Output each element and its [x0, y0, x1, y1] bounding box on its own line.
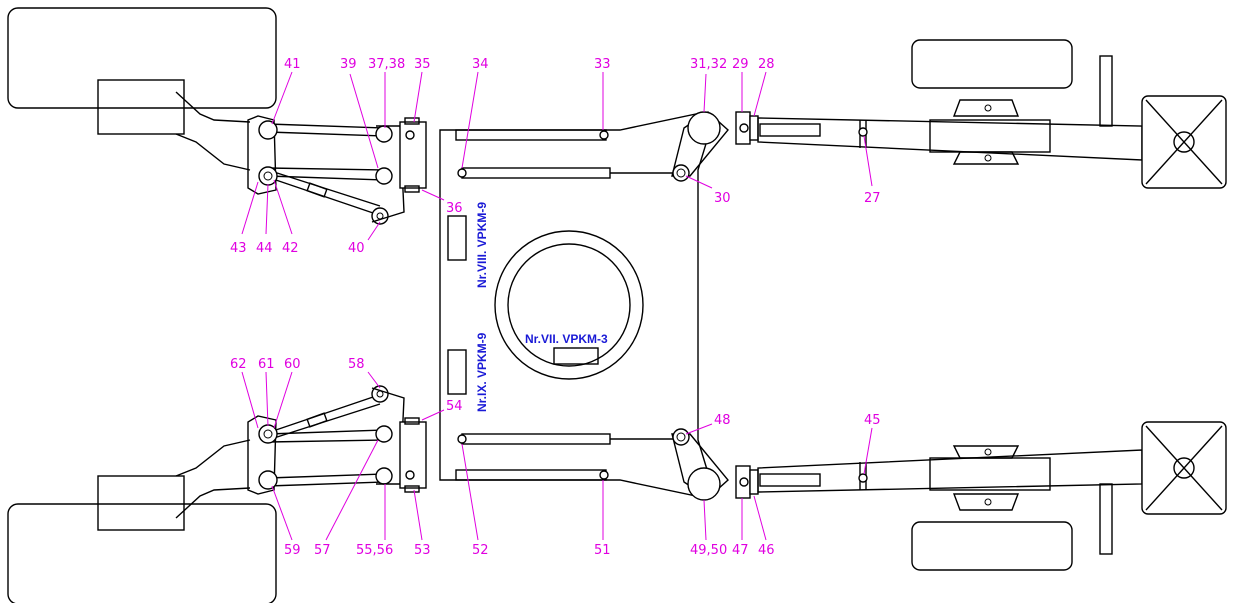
- callout-30: 30: [714, 191, 731, 206]
- module-label-center: Nr.VII. VPKM-3: [525, 332, 608, 346]
- callout-60: 60: [284, 357, 301, 372]
- callout-47: 47: [732, 543, 749, 558]
- left-upper-linkage: [247, 115, 427, 225]
- callout-54: 54: [446, 399, 463, 414]
- callout-36: 36: [446, 201, 463, 216]
- callout-51: 51: [594, 543, 611, 558]
- callout-57: 57: [314, 543, 331, 558]
- callout-35: 35: [414, 57, 431, 72]
- module-labels: Nr.VIII. VPKM-9 Nr.IX. VPKM-9 Nr.VII. VP…: [475, 202, 608, 412]
- callout-39: 39: [340, 57, 357, 72]
- left-lower-block: [7, 439, 277, 603]
- callout-29: 29: [732, 57, 749, 72]
- module-label-upper: Nr.VIII. VPKM-9: [475, 202, 489, 288]
- left-lower-linkage: [247, 385, 427, 495]
- callout-46: 46: [758, 543, 775, 558]
- callout-55-56: 55,56: [356, 543, 393, 558]
- callout-40: 40: [348, 241, 365, 256]
- right-pivots: [671, 111, 729, 501]
- callout-45: 45: [864, 413, 881, 428]
- callout-42: 42: [282, 241, 299, 256]
- callout-34: 34: [472, 57, 489, 72]
- callout-41: 41: [284, 57, 301, 72]
- callout-58: 58: [348, 357, 365, 372]
- callout-59: 59: [284, 543, 301, 558]
- callout-37-38: 37,38: [368, 57, 405, 72]
- horizontal-cylinders: [405, 129, 676, 481]
- callout-28: 28: [758, 57, 775, 72]
- callout-53: 53: [414, 543, 431, 558]
- right-upper-arm: [735, 39, 1227, 189]
- callout-27: 27: [864, 191, 881, 206]
- callout-52: 52: [472, 543, 489, 558]
- callout-61: 61: [258, 357, 275, 372]
- callout-31-32: 31,32: [690, 57, 727, 72]
- module-label-lower: Nr.IX. VPKM-9: [475, 332, 489, 412]
- callout-numbers: 41 39 37,38 35 34 33 31,32 29 28 30 27 3…: [230, 57, 881, 558]
- callout-43: 43: [230, 241, 247, 256]
- callout-48: 48: [714, 413, 731, 428]
- callout-62: 62: [230, 357, 247, 372]
- callout-49-50: 49,50: [690, 543, 727, 558]
- left-upper-block: [7, 7, 277, 171]
- callout-33: 33: [594, 57, 611, 72]
- callout-44: 44: [256, 241, 273, 256]
- right-lower-arm: [735, 421, 1227, 571]
- callout-leaders: [241, 71, 873, 541]
